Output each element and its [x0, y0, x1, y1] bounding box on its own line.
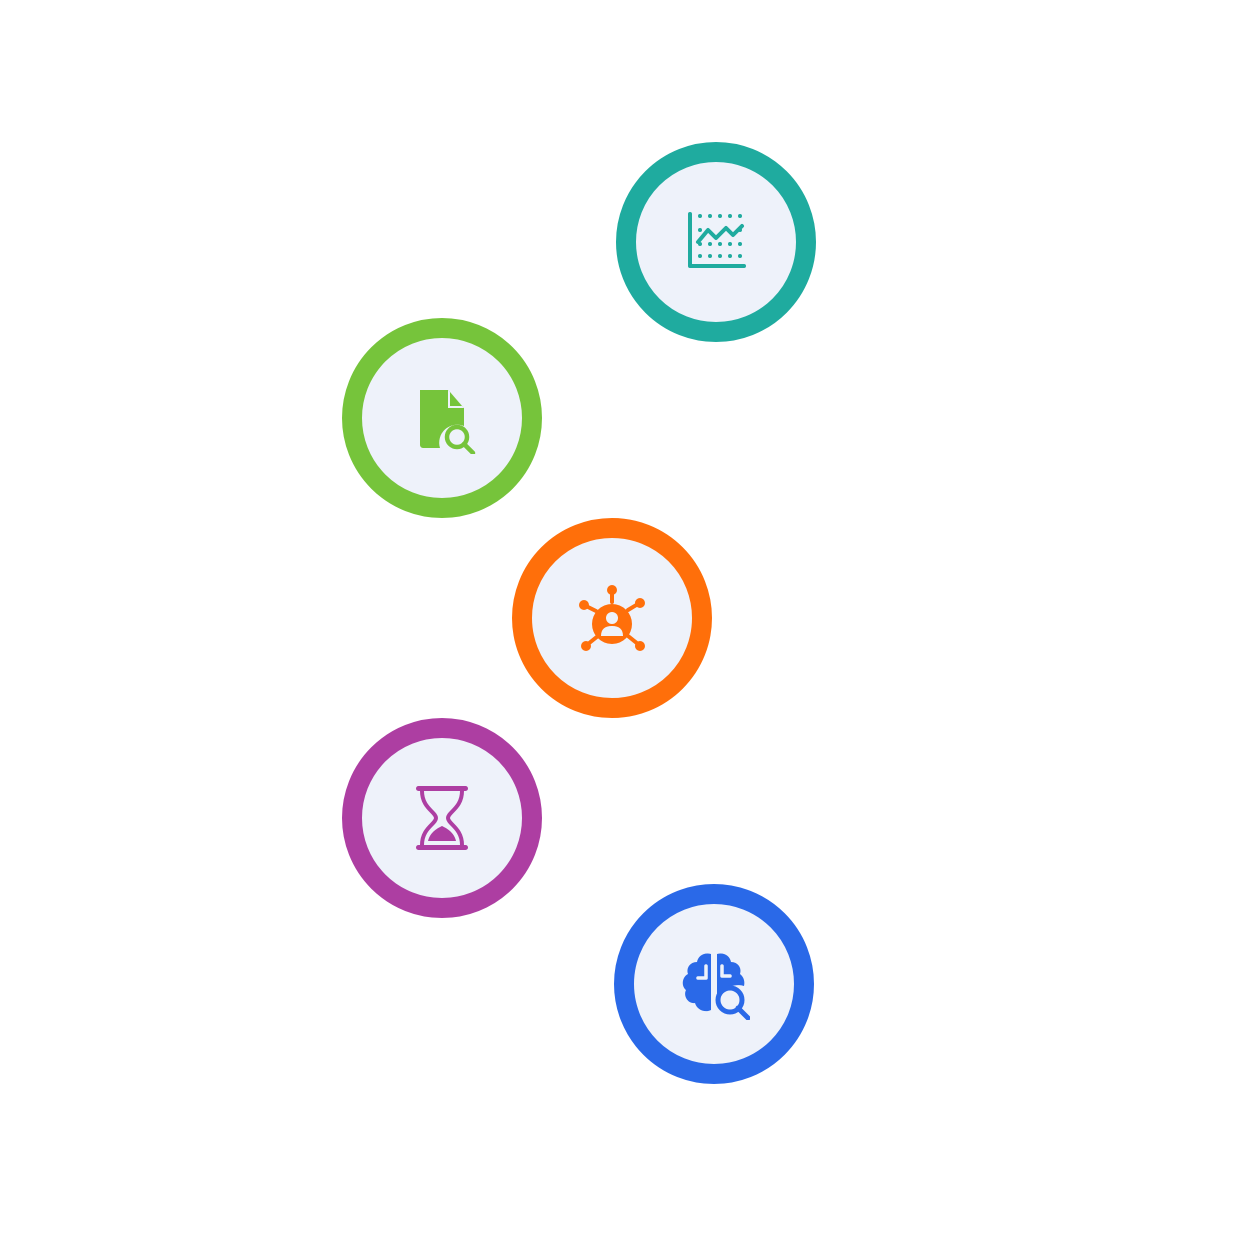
network-user-node: [512, 518, 712, 718]
file-search-icon: [420, 390, 476, 454]
hourglass-node: [342, 718, 542, 918]
line-chart-node: [616, 142, 816, 342]
hourglass-icon: [416, 786, 468, 850]
file-search-node: [342, 318, 542, 518]
network-user-icon: [579, 585, 645, 651]
brain-search-node: [614, 884, 814, 1084]
line-chart-icon: [688, 212, 746, 268]
brain-search-icon: [682, 952, 750, 1020]
